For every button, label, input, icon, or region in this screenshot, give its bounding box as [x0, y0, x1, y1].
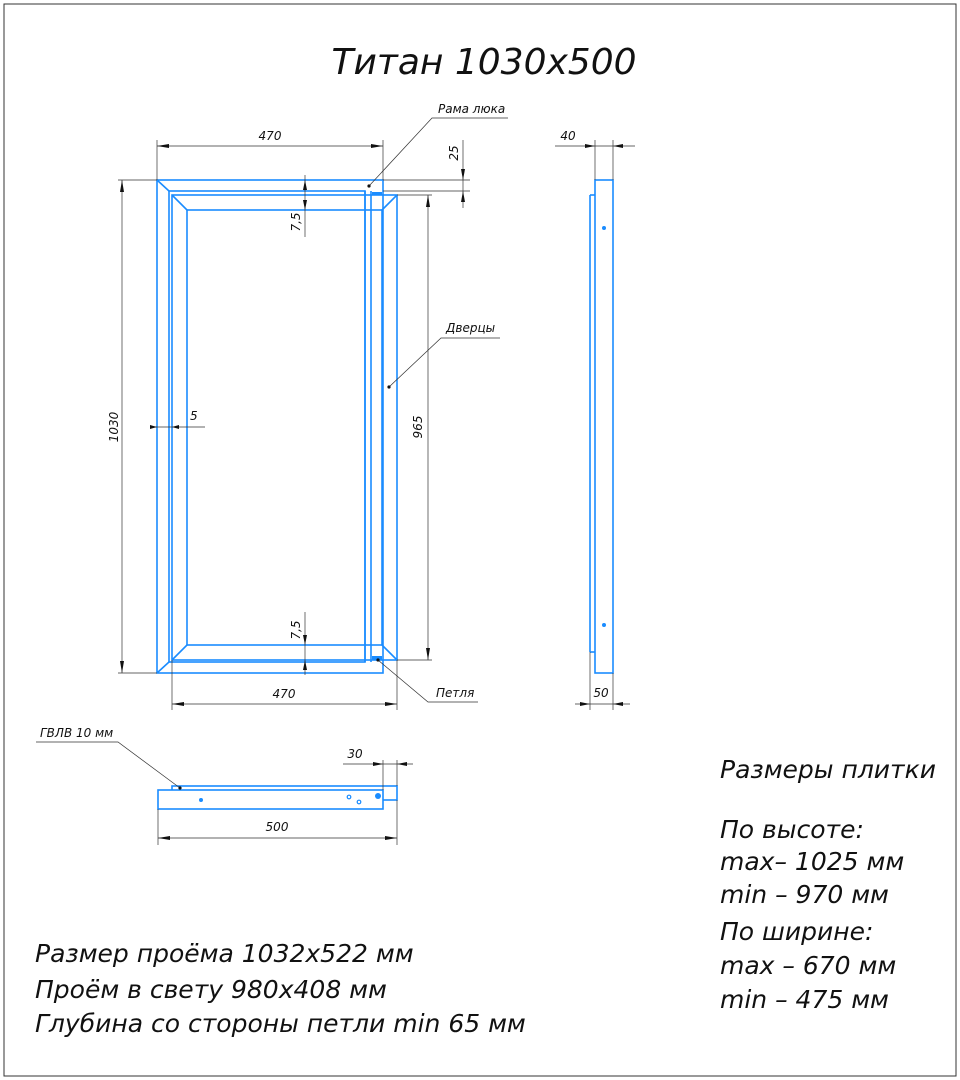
dim-gap-top: 7,5	[289, 212, 303, 231]
tile-width-label: По ширине:	[720, 917, 873, 946]
tile-height-max: max– 1025 мм	[720, 847, 904, 876]
door-panel	[171, 192, 398, 661]
dim-gap-bottom: 7,5	[289, 620, 303, 639]
drawing-title: Титан 1030х500	[331, 42, 636, 83]
sheet-border	[3, 3, 957, 1077]
plan-view: 30 500 ГВЛВ 10 мм	[36, 726, 413, 845]
side-view: 40 50	[555, 129, 635, 710]
dim-side-depth-top: 40	[560, 129, 576, 143]
tile-height-label: По высоте:	[720, 815, 864, 844]
label-hinge: Петля	[436, 686, 474, 700]
label-doors: Дверцы	[445, 321, 495, 335]
front-view: 470 1030 25 7,5 7,5 5	[107, 102, 508, 710]
dim-side-gap: 5	[190, 409, 198, 423]
dim-plan-offset: 30	[347, 747, 363, 761]
dim-height: 1030	[107, 411, 121, 442]
note-clear-opening: Проём в свету 980х408 мм	[35, 975, 387, 1004]
opening-notes: Размер проёма 1032х522 мм Проём в свету …	[35, 939, 526, 1038]
dim-plan-width: 500	[266, 820, 289, 834]
tile-width-min: min – 475 мм	[720, 985, 889, 1014]
tile-heading: Размеры плитки	[720, 755, 936, 784]
hatch-frame	[156, 179, 384, 674]
note-opening-size: Размер проёма 1032х522 мм	[35, 939, 414, 968]
tile-sizes: Размеры плитки По высоте: max– 1025 мм m…	[720, 755, 936, 1014]
tile-height-min: min – 970 мм	[720, 880, 889, 909]
note-hinge-depth: Глубина со стороны петли min 65 мм	[35, 1009, 526, 1038]
dim-door-height: 965	[411, 416, 425, 439]
dim-offset-top: 25	[447, 145, 461, 160]
dim-top-width: 470	[259, 129, 282, 143]
label-frame: Рама люка	[438, 102, 505, 116]
dim-side-depth-bottom: 50	[593, 686, 609, 700]
tile-width-max: max – 670 мм	[720, 951, 896, 980]
label-gvlv: ГВЛВ 10 мм	[40, 726, 113, 740]
dim-bottom-width: 470	[273, 687, 296, 701]
